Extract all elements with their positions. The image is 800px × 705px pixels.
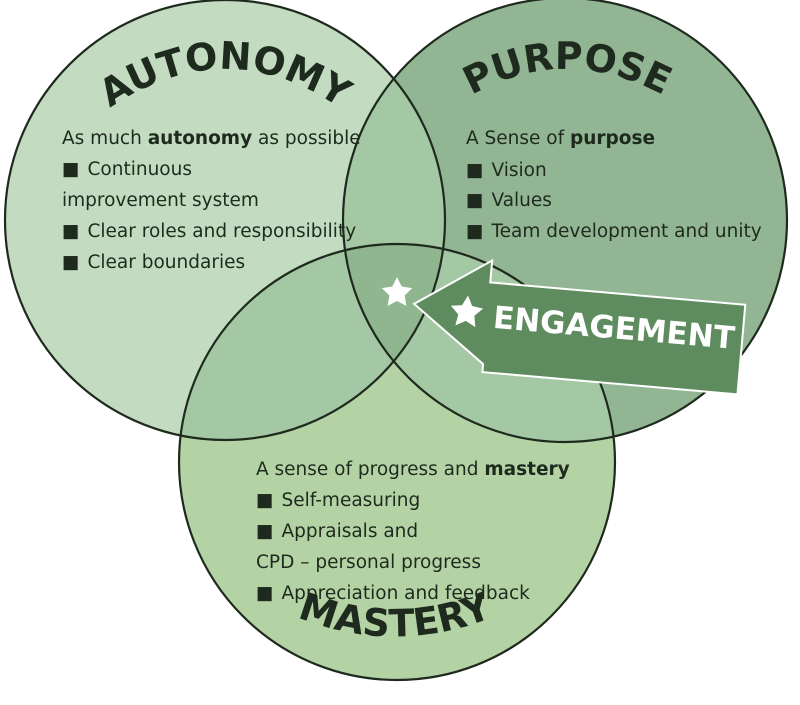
bullet-icon: ■: [256, 521, 273, 542]
engagement-arrow: ENGAGEMENT: [412, 258, 747, 396]
bullet-icon: ■: [466, 190, 483, 211]
list-item: ■Continuous: [62, 159, 192, 180]
bullet-icon: ■: [466, 160, 483, 181]
overlap-autonomy-mastery: [179, 244, 445, 440]
autonomy-outline: [3, 0, 447, 442]
list-item: ■Vision: [466, 160, 547, 181]
list-item: ■Appreciation and feedback: [256, 583, 530, 604]
bullet-icon: ■: [62, 159, 79, 180]
list-item: ■Clear roles and responsibility: [62, 221, 356, 242]
list-item: ■Team development and unity: [466, 221, 762, 242]
list-item: ■Appraisals and: [256, 521, 418, 542]
center-star-icon: [381, 277, 413, 306]
mastery-intro: A sense of progress and mastery: [256, 459, 570, 480]
list-item: CPD – personal progress: [256, 552, 481, 573]
engagement-arrow-shape: [412, 258, 747, 396]
purpose-outline: [341, 0, 789, 444]
list-item: improvement system: [62, 190, 259, 211]
autonomy-text: As much autonomy as possible ■Continuous…: [62, 128, 361, 273]
bullet-icon: ■: [256, 490, 273, 511]
bullet-icon: ■: [62, 221, 79, 242]
mastery-text: A sense of progress and mastery ■Self-me…: [256, 459, 570, 604]
bullet-icon: ■: [256, 583, 273, 604]
autonomy-intro: As much autonomy as possible: [62, 128, 361, 149]
purpose-text: A Sense of purpose ■Vision ■Values ■Team…: [466, 128, 762, 242]
engagement-star-icon: [450, 295, 484, 328]
mastery-outline: [177, 242, 617, 682]
list-item: ■Clear boundaries: [62, 252, 245, 273]
bullet-icon: ■: [466, 221, 483, 242]
list-item: ■Self-measuring: [256, 490, 420, 511]
list-item: ■Values: [466, 190, 552, 211]
bullet-icon: ■: [62, 252, 79, 273]
purpose-intro: A Sense of purpose: [466, 128, 655, 149]
